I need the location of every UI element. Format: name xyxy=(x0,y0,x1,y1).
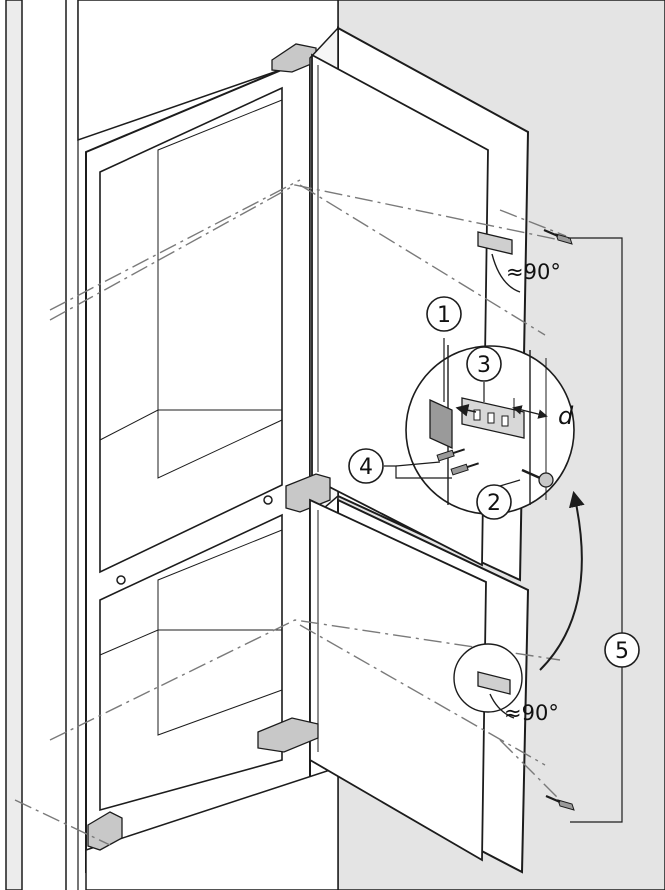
leader-lines xyxy=(384,237,623,823)
detail-screw-icon-a xyxy=(436,448,465,462)
callout-5: 5 xyxy=(604,632,640,668)
bottom-hinge-icon xyxy=(257,717,319,753)
dimension-d-label: d xyxy=(558,402,574,430)
lower-appliance-door xyxy=(309,498,487,862)
base-plinth xyxy=(85,769,339,890)
callout-1: 1 xyxy=(426,296,462,332)
upper-angle-arc xyxy=(491,253,521,293)
fixing-hole-right xyxy=(263,495,273,505)
alignment-lines xyxy=(14,179,567,846)
callout-4-label: 4 xyxy=(359,455,373,480)
fixing-hole-left xyxy=(116,575,126,585)
curved-arrow-icon xyxy=(539,490,585,671)
upper-compartment-inner xyxy=(157,99,283,479)
upper-compartment-floor xyxy=(99,409,282,441)
lower-compartment xyxy=(99,513,283,812)
upper-compartment xyxy=(99,86,283,574)
callout-5-label: 5 xyxy=(615,639,629,664)
callout-4: 4 xyxy=(348,448,384,484)
lower-bracket-icon xyxy=(477,671,511,695)
lower-compartment-inner xyxy=(157,529,283,736)
detail-screw-icon-c xyxy=(521,468,554,488)
middle-hinge-icon xyxy=(285,473,331,513)
floor-hinge-icon xyxy=(87,811,123,851)
callout-2-label: 2 xyxy=(487,491,501,516)
lower-compartment-floor xyxy=(99,629,282,656)
lower-angle-label: ≈90° xyxy=(504,701,559,725)
lower-angle-arc xyxy=(489,693,515,719)
detail-screw-icon-b xyxy=(450,462,479,476)
detail-hinge-part-icon xyxy=(429,398,453,450)
callout-2: 2 xyxy=(476,484,512,520)
niche-left-wall xyxy=(5,0,23,890)
lower-screw-icon xyxy=(545,794,575,811)
upper-angle-label: ≈90° xyxy=(506,260,561,284)
upper-bracket-icon xyxy=(477,231,513,255)
callout-1-label: 1 xyxy=(437,303,451,328)
upper-screw-icon xyxy=(543,228,573,245)
callout-3-label: 3 xyxy=(477,353,491,378)
detail-content xyxy=(429,345,554,505)
callout-3: 3 xyxy=(466,346,502,382)
